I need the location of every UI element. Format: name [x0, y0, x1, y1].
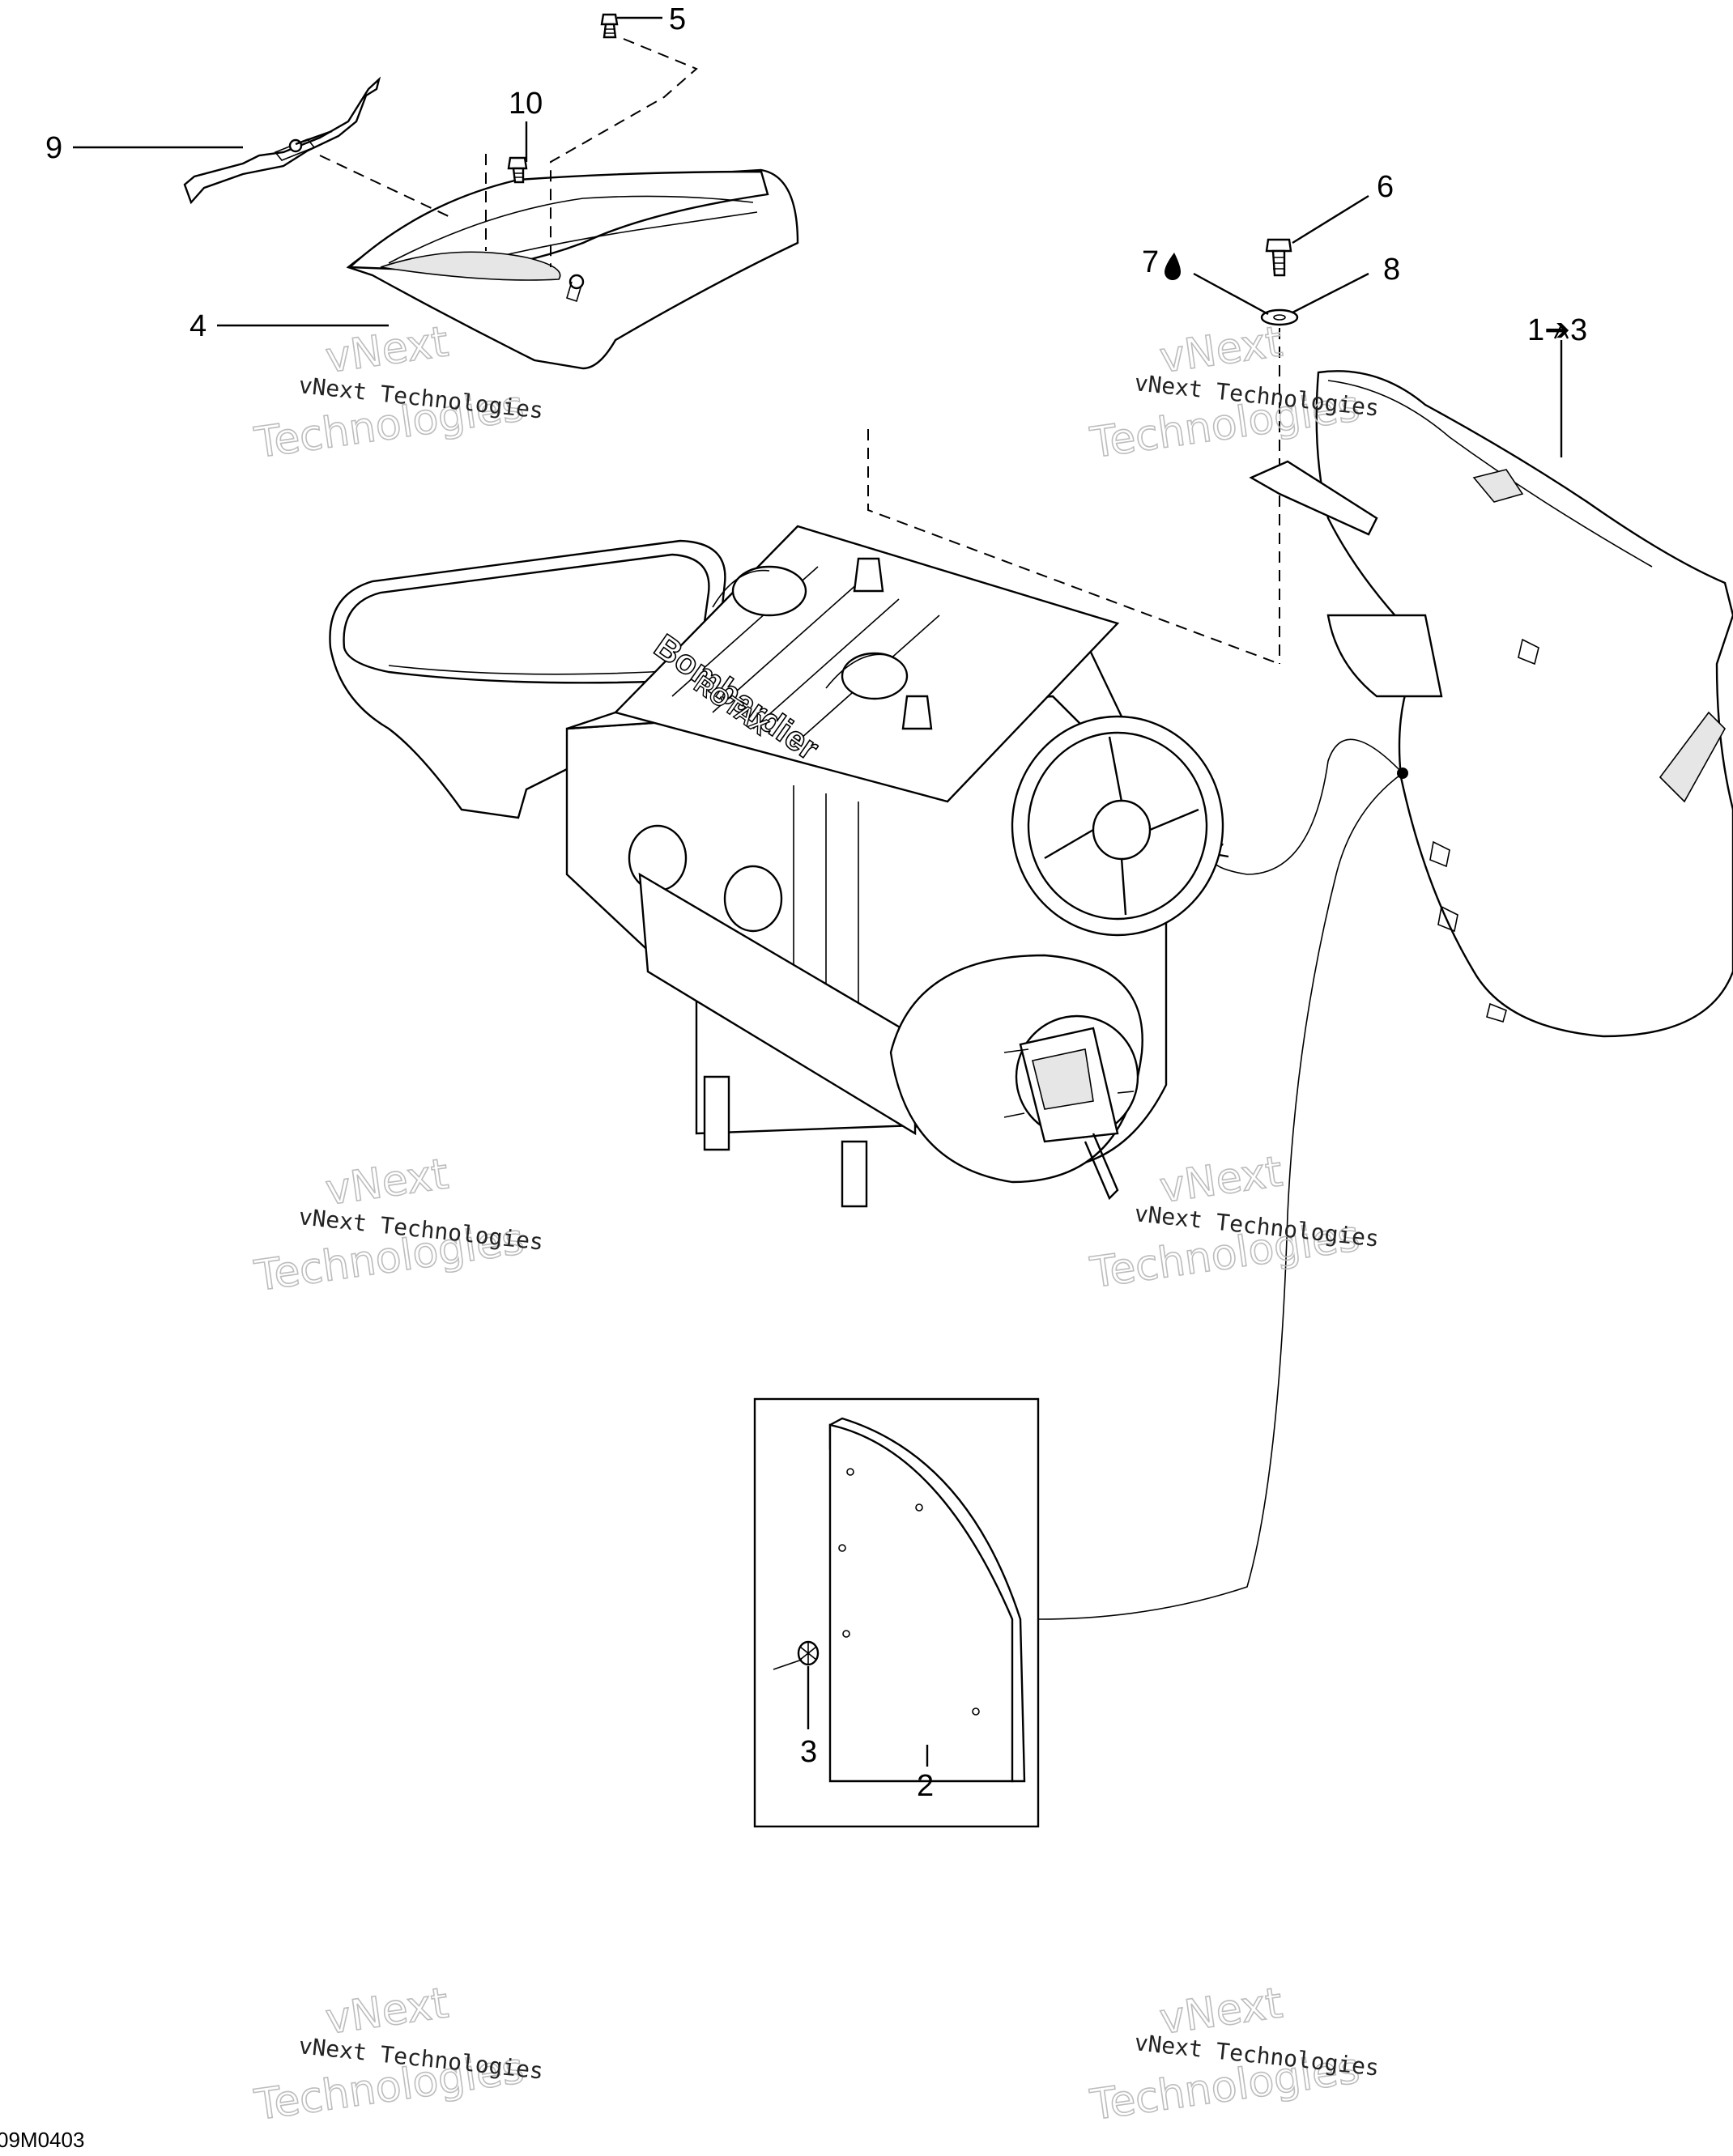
push-nut-3: [797, 1640, 820, 1666]
watermark-3: vNext Technologies vNext Technologies: [251, 1150, 545, 1302]
inset-leader: [1037, 772, 1403, 1620]
washer-8: [1260, 308, 1299, 326]
engine-assembly: Bombardier ROTAX: [329, 525, 1224, 1208]
callout-5: 5: [669, 2, 686, 36]
fan-cowl-1-3: [1249, 370, 1733, 1038]
leader-7: [1193, 272, 1269, 316]
leader-3-tick: [773, 1659, 803, 1670]
callout-2: 2: [917, 1769, 934, 1803]
svg-text:vNext: vNext: [322, 1979, 451, 2044]
leader-cowl-arrow: [1211, 738, 1403, 875]
callout-6: 6: [1377, 170, 1394, 204]
dash-cowl-to-engine: [867, 429, 1280, 665]
silencer-cover-4: [346, 168, 799, 370]
bracket-9: [183, 76, 381, 205]
svg-text:vNext: vNext: [1156, 1147, 1285, 1213]
figure-code: 09M0403: [0, 2128, 84, 2152]
oil-drop-icon: [1165, 253, 1181, 280]
screw-10: [507, 156, 528, 184]
callout-8: 8: [1383, 253, 1400, 287]
watermark-5: vNext Technologies vNext Technologies: [251, 1979, 545, 2131]
callout-3: 3: [800, 1735, 817, 1769]
leader-6: [1292, 194, 1369, 245]
insulation-panel-2: [828, 1417, 1026, 1783]
leader-1-3-arrow: [1553, 323, 1569, 339]
screw-5: [600, 13, 619, 39]
dash-5: [550, 38, 698, 267]
dash-9: [319, 155, 454, 219]
callout-9: 9: [45, 131, 62, 165]
screw-6: [1265, 238, 1292, 277]
watermark-6: vNext Technologies vNext Technologies: [1087, 1979, 1381, 2131]
callout-7: 7: [1142, 245, 1159, 279]
callout-1-3: 1➔3: [1527, 313, 1587, 347]
watermark-4: vNext Technologies vNext Technologies: [1087, 1147, 1381, 1299]
leader-8: [1292, 272, 1369, 314]
callout-10: 10: [509, 87, 543, 121]
svg-text:vNext: vNext: [322, 317, 451, 383]
callout-4: 4: [189, 309, 207, 343]
svg-text:vNext: vNext: [322, 1150, 451, 1215]
